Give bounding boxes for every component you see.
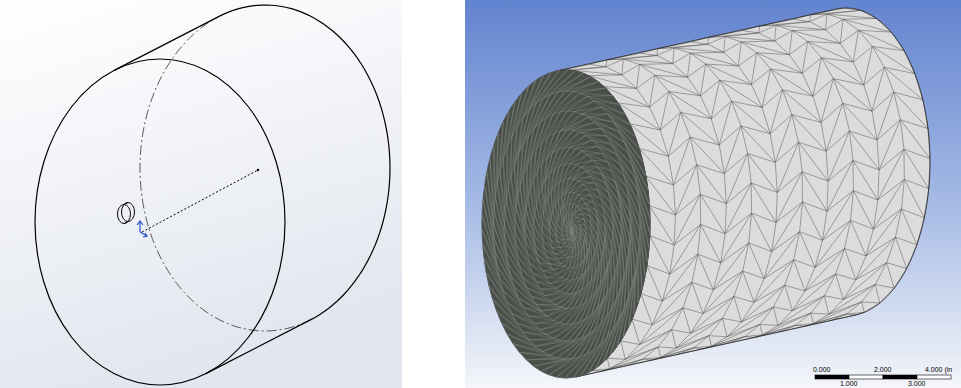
silhouette-edge (114, 16, 219, 70)
scale-label: 4.000 (in (925, 366, 952, 374)
axis-point (257, 169, 259, 171)
front-edge (35, 59, 285, 385)
mesh-cylinder (482, 8, 930, 378)
silhouette-edge (206, 320, 311, 374)
mesh-background (465, 0, 961, 388)
cad-cylinder (35, 5, 390, 385)
face-mesh (482, 70, 650, 378)
scale-bar (815, 375, 951, 379)
scale-label: 1.000 (840, 380, 858, 388)
inner-cylinder (124, 203, 128, 205)
back-edge (219, 5, 390, 320)
hidden-edge (140, 16, 311, 331)
inner-cylinder (122, 203, 135, 222)
inner-cylinder (118, 205, 131, 224)
scale-label: 0.000 (813, 366, 831, 374)
axis-line (142, 170, 258, 232)
cad-background (0, 0, 402, 388)
scale-label: 3.000 (908, 380, 926, 388)
triad-arrows (137, 221, 147, 237)
inner-cylinder (124, 222, 128, 224)
scale-label: 2.000 (874, 366, 892, 374)
front-face (482, 70, 650, 378)
